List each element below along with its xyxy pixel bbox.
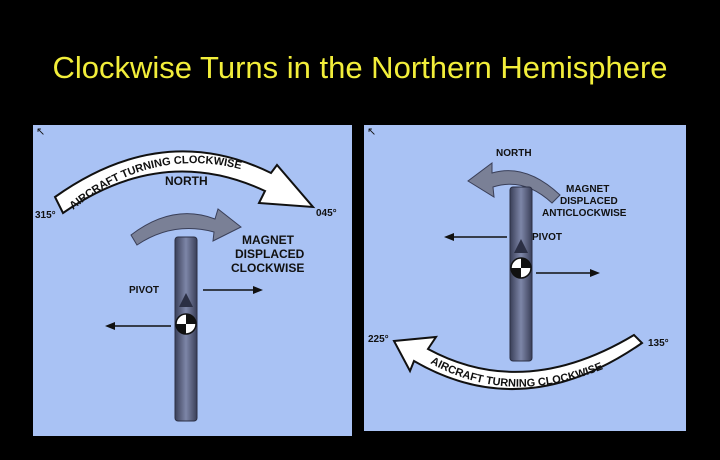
force-arrow-left bbox=[105, 322, 171, 330]
right-diagram-panel: AIRCRAFT TURNING CLOCKWISE ↖ NORTH MAGNE… bbox=[364, 125, 686, 431]
cursor-arrow-icon: ↖ bbox=[367, 126, 377, 138]
magnet-displacement-arrow bbox=[467, 162, 561, 204]
force-arrow-right bbox=[536, 269, 600, 277]
force-arrow-right bbox=[203, 286, 263, 294]
left-magnet-label-1: MAGNET bbox=[242, 233, 294, 247]
right-pivot-label: PIVOT bbox=[532, 232, 563, 243]
left-magnet-label-2: DISPLACED bbox=[235, 247, 305, 261]
right-magnet-label-2: DISPLACED bbox=[560, 196, 618, 207]
left-diagram-panel: AIRCRAFT TURNING CLOCKWISE ↖ NORTH 315° … bbox=[33, 125, 352, 436]
left-north-label: NORTH bbox=[165, 174, 208, 188]
right-magnet-label-1: MAGNET bbox=[566, 184, 610, 195]
slide-title: Clockwise Turns in the Northern Hemisphe… bbox=[52, 50, 668, 85]
magnet-pointer bbox=[179, 293, 193, 307]
compass-center-icon bbox=[175, 313, 197, 335]
magnet-pointer bbox=[514, 239, 528, 253]
right-heading-135: 135° bbox=[648, 338, 669, 349]
aircraft-turn-arrow bbox=[392, 333, 644, 390]
force-arrow-left bbox=[444, 233, 507, 241]
right-diagram-svg: AIRCRAFT TURNING CLOCKWISE bbox=[392, 162, 644, 390]
left-heading-045: 045° bbox=[316, 208, 337, 219]
magnet-displacement-arrow bbox=[130, 208, 242, 246]
compass-center-icon bbox=[510, 257, 532, 279]
cursor-arrow-icon: ↖ bbox=[36, 126, 46, 138]
left-magnet-label-3: CLOCKWISE bbox=[231, 261, 305, 275]
right-heading-225: 225° bbox=[368, 334, 389, 345]
right-north-label: NORTH bbox=[496, 148, 532, 159]
right-magnet-label-3: ANTICLOCKWISE bbox=[542, 208, 627, 219]
left-pivot-label: PIVOT bbox=[129, 285, 160, 296]
left-diagram-svg: AIRCRAFT TURNING CLOCKWISE bbox=[53, 150, 316, 422]
left-heading-315: 315° bbox=[35, 210, 56, 221]
aircraft-turn-arrow bbox=[53, 150, 316, 215]
